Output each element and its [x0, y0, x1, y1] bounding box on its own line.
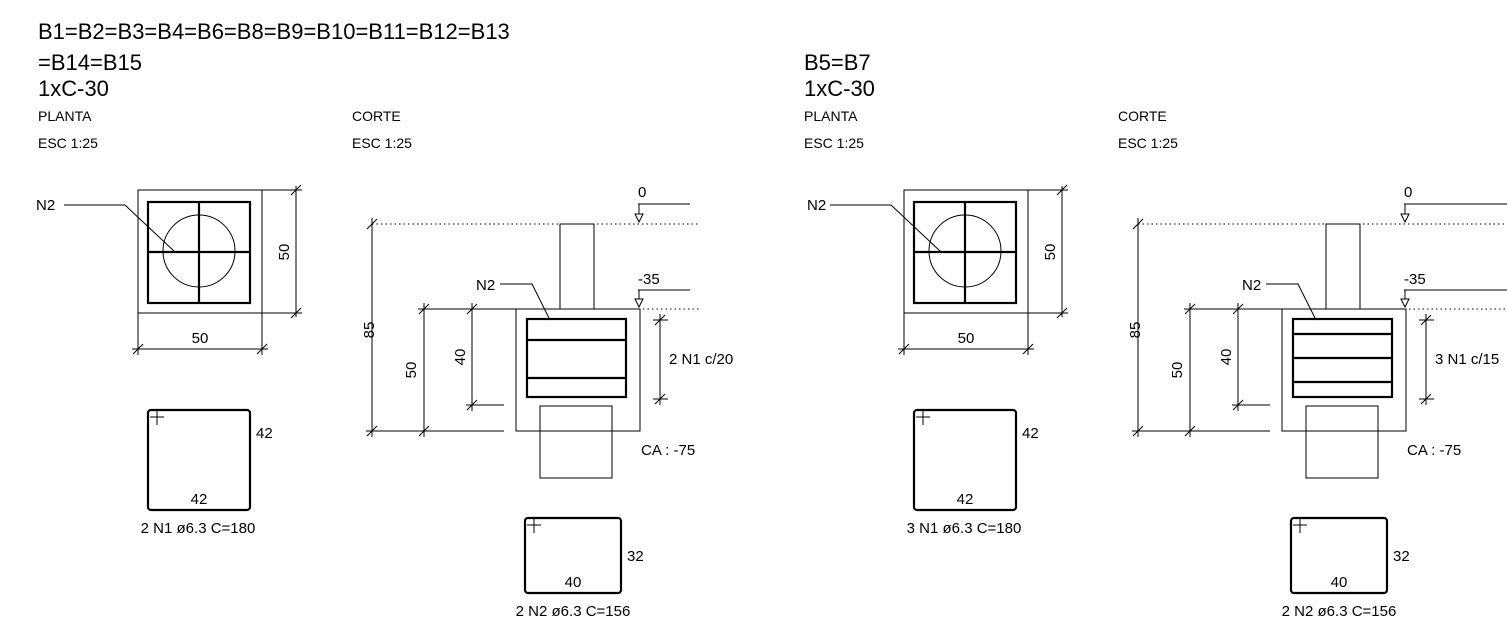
right-bar1-outline [912, 408, 1018, 512]
right-detail-group: B5=B7 1xC-30 PLANTA ESC 1:25 CORTE ESC 1… [804, 50, 1507, 620]
left-section-tag: N2 [476, 277, 495, 294]
left-bar2-bottom: 40 [565, 574, 582, 591]
right-plan-scale: ESC 1:25 [804, 135, 864, 151]
left-bar1-side: 42 [256, 425, 273, 442]
right-column-stub [1325, 223, 1361, 310]
left-stirrup-note: 2 N1 c/20 [669, 351, 733, 368]
right-section-view: 0 -35 N2 85 50 [1127, 184, 1507, 479]
left-bar1-shape: 42 42 2 N1 ø6.3 C=180 [141, 408, 273, 537]
right-plan-dim-h-label: 50 [958, 330, 975, 347]
right-bar1-bottom: 42 [957, 491, 974, 508]
right-bar1-shape: 42 42 3 N1 ø6.3 C=180 [907, 408, 1039, 537]
right-section-label: CORTE [1118, 108, 1167, 124]
right-bar2-outline [1289, 516, 1389, 595]
right-dim-block-label: 50 [1169, 362, 1186, 379]
left-bar1-outline [146, 408, 252, 512]
right-pile [1305, 405, 1379, 479]
right-title-line1: B5=B7 [804, 50, 871, 75]
left-quantity: 1xC-30 [38, 76, 109, 101]
right-bottom-level: CA : -75 [1407, 442, 1461, 459]
left-plan-dim-h-label: 50 [192, 330, 209, 347]
left-section-leader [500, 283, 551, 321]
right-level-marker-top [1400, 213, 1410, 224]
right-plan-outline [903, 189, 1029, 314]
left-dim-stirrups-label: 40 [452, 349, 469, 366]
right-bar1-side: 42 [1022, 425, 1039, 442]
right-quantity: 1xC-30 [804, 76, 875, 101]
right-plan-dim-v-label: 50 [1042, 244, 1059, 261]
right-plan-column [928, 214, 1002, 288]
left-title-line1: B1=B2=B3=B4=B6=B8=B9=B10=B11=B12=B13 [38, 19, 510, 44]
left-block-outline [515, 308, 641, 432]
left-section-label: CORTE [352, 108, 401, 124]
right-level-marker-mid [1400, 298, 1410, 309]
left-plan-outline [137, 189, 263, 314]
left-title-line2: =B14=B15 [38, 50, 142, 75]
right-plan-leader [830, 204, 942, 253]
left-level-marker-mid [634, 298, 644, 309]
right-plan-view: N2 50 50 [807, 184, 1068, 355]
right-section-tag: N2 [1242, 277, 1261, 294]
left-pile [539, 405, 613, 479]
left-section-scale: ESC 1:25 [352, 135, 412, 151]
left-plan-tag: N2 [36, 197, 55, 214]
left-level-mid: -35 [638, 271, 660, 288]
left-bar2-side: 32 [627, 548, 644, 565]
left-plan-label: PLANTA [38, 108, 92, 124]
left-section-stirrups [525, 317, 628, 399]
left-bar1-label: 2 N1 ø6.3 C=180 [141, 520, 256, 537]
left-detail-group: B1=B2=B3=B4=B6=B8=B9=B10=B11=B12=B13 =B1… [36, 19, 733, 620]
right-stirrup-note: 3 N1 c/15 [1435, 351, 1499, 368]
right-bar2-shape: 32 40 2 N2 ø6.3 C=156 [1282, 516, 1410, 620]
left-bar2-shape: 32 40 2 N2 ø6.3 C=156 [516, 516, 644, 620]
right-level-mid: -35 [1404, 271, 1426, 288]
left-plan-column [162, 214, 236, 288]
left-plan-leader [64, 204, 176, 253]
left-bottom-level: CA : -75 [641, 442, 695, 459]
right-bar2-bottom: 40 [1331, 574, 1348, 591]
right-plan-label: PLANTA [804, 108, 858, 124]
left-bar2-outline [523, 516, 623, 595]
right-bar1-label: 3 N1 ø6.3 C=180 [907, 520, 1022, 537]
left-dim-total-label: 85 [361, 322, 378, 339]
left-plan-scale: ESC 1:25 [38, 135, 98, 151]
right-bar2-label: 2 N2 ø6.3 C=156 [1282, 603, 1397, 620]
left-plan-dim-v-label: 50 [276, 244, 293, 261]
left-bar2-label: 2 N2 ø6.3 C=156 [516, 603, 631, 620]
right-level-top: 0 [1404, 184, 1412, 201]
right-bar2-side: 32 [1393, 548, 1410, 565]
right-plan-tag: N2 [807, 197, 826, 214]
left-level-top: 0 [638, 184, 646, 201]
right-block-outline [1281, 308, 1407, 432]
left-dim-block-label: 50 [403, 362, 420, 379]
left-bar1-bottom: 42 [191, 491, 208, 508]
left-section-view: 0 -35 N2 85 50 [361, 184, 733, 479]
right-dim-stirrups-label: 40 [1218, 349, 1235, 366]
right-section-scale: ESC 1:25 [1118, 135, 1178, 151]
left-column-stub [559, 223, 595, 310]
right-dim-total-label: 85 [1127, 322, 1144, 339]
right-section-leader [1266, 283, 1317, 321]
left-level-marker-top [634, 213, 644, 224]
left-plan-view: N2 50 50 [36, 184, 302, 355]
